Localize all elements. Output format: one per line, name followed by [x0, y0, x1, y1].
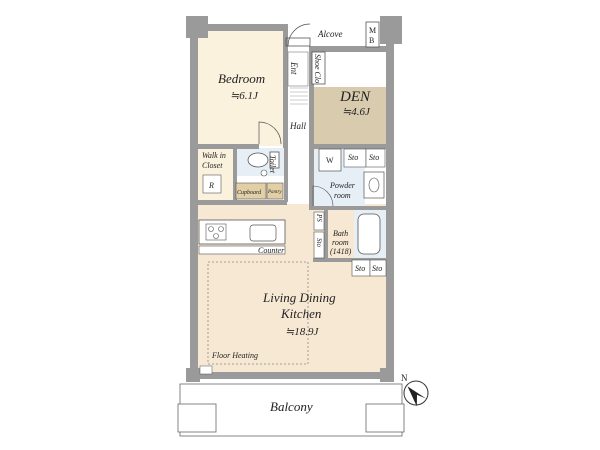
pantry-box [266, 182, 284, 200]
wall-den-bottom [313, 144, 386, 149]
entrance-door-frame [285, 37, 311, 47]
wall-bottom [190, 372, 394, 379]
bedroom-floor [197, 30, 284, 146]
ldk-name-2: Kitchen [280, 306, 321, 321]
bathtub [357, 213, 381, 255]
burner-2 [218, 226, 224, 232]
washer-pan [318, 148, 342, 172]
wall-bottom-left-pillar [186, 368, 200, 382]
pantry-label: Pantry [267, 190, 282, 195]
hall-label: Hall [289, 121, 307, 131]
toilet-label: Toilet [268, 155, 277, 174]
shoe-clo-label: Shoe Clo [313, 54, 322, 83]
wall-bedroom-bottom [197, 144, 259, 149]
wall-toilet-right [284, 148, 288, 202]
sto-label-1: Sto [348, 153, 358, 162]
mb-label-b: B [369, 36, 374, 45]
cupboard-box [235, 182, 267, 200]
bath-room-label-3: (1418) [330, 247, 352, 256]
hall-step-lines [290, 87, 308, 105]
wall-bedroom-right [283, 24, 288, 148]
bedroom-name: Bedroom [218, 71, 265, 86]
walk-in-closet-label-2: Closet [202, 161, 223, 170]
balcony-right-post [365, 403, 405, 433]
ps-box-bottom [199, 365, 213, 375]
north-compass-icon [403, 380, 429, 407]
powder-room-label-2: room [334, 191, 351, 200]
w-label: W [326, 156, 334, 165]
wall-bath-bottom [313, 258, 386, 262]
r-label: R [208, 181, 214, 190]
wall-closet-bottom [197, 200, 287, 205]
toilet-sink [260, 169, 268, 177]
toilet-bowl [247, 152, 269, 168]
balcony-slab [179, 383, 403, 437]
powder-room-label-1: Powder [329, 181, 356, 190]
north-label: N [401, 373, 408, 383]
wall-bath-left [324, 206, 328, 262]
ps-label: PS [315, 213, 323, 222]
wall-bottom-right-pillar [380, 368, 394, 382]
bath-room-label-2: room [332, 238, 349, 247]
wall-right [386, 24, 394, 376]
mb-box [365, 21, 380, 48]
floor-heating-zone [207, 261, 309, 365]
walk-in-closet-label-1: Walk in [202, 151, 226, 160]
r-box [202, 174, 222, 194]
sto-label-4: Sto [355, 264, 365, 273]
sto-label-3: Sto [315, 238, 323, 247]
entrance-door-swing [287, 23, 311, 47]
wall-left [190, 24, 198, 376]
cupboard-label: Cupboard [237, 190, 262, 196]
burner-1 [208, 226, 214, 232]
counter-label: Counter [258, 246, 285, 255]
stove [205, 223, 227, 241]
sto-label-5: Sto [372, 264, 382, 273]
sto-box-2 [365, 148, 386, 168]
bath-room-label-1: Bath [333, 229, 348, 238]
burner-3 [213, 233, 219, 239]
bedroom-door-swing [258, 121, 282, 145]
den-floor [313, 87, 386, 148]
bedroom-size: ≒6.1J [230, 90, 259, 102]
balcony-label: Balcony [270, 399, 313, 414]
shoe-closet [311, 51, 326, 85]
toilet-tank [269, 151, 280, 169]
ldk-size: ≒18.9J [285, 326, 319, 338]
wall-closet-right [233, 148, 237, 204]
powder-door-swing [312, 185, 334, 207]
vanity-basin [368, 177, 380, 193]
wall-top-den [313, 46, 386, 52]
wall-powder-bottom [313, 206, 386, 210]
ent-label: Ent [289, 61, 299, 75]
sto-box-3 [313, 231, 325, 259]
den-name: DEN [339, 89, 371, 105]
sto-label-2: Sto [369, 153, 379, 162]
den-size: ≒4.6J [342, 106, 371, 118]
entrance-floor [287, 51, 309, 87]
wall-hall-den [309, 46, 314, 210]
mb-label-m: M [369, 26, 376, 35]
balcony-left-post [177, 403, 217, 433]
alcove-label: Alcove [317, 29, 342, 39]
ldk-name-1: Living Dining [262, 290, 336, 305]
counter-bar [198, 245, 286, 255]
wall-top-bedroom [186, 24, 284, 31]
kitchen-sink [249, 224, 277, 242]
sto-box-5 [369, 259, 387, 277]
ps-box [313, 211, 325, 231]
floor-heating-label: Floor Heating [211, 351, 258, 360]
